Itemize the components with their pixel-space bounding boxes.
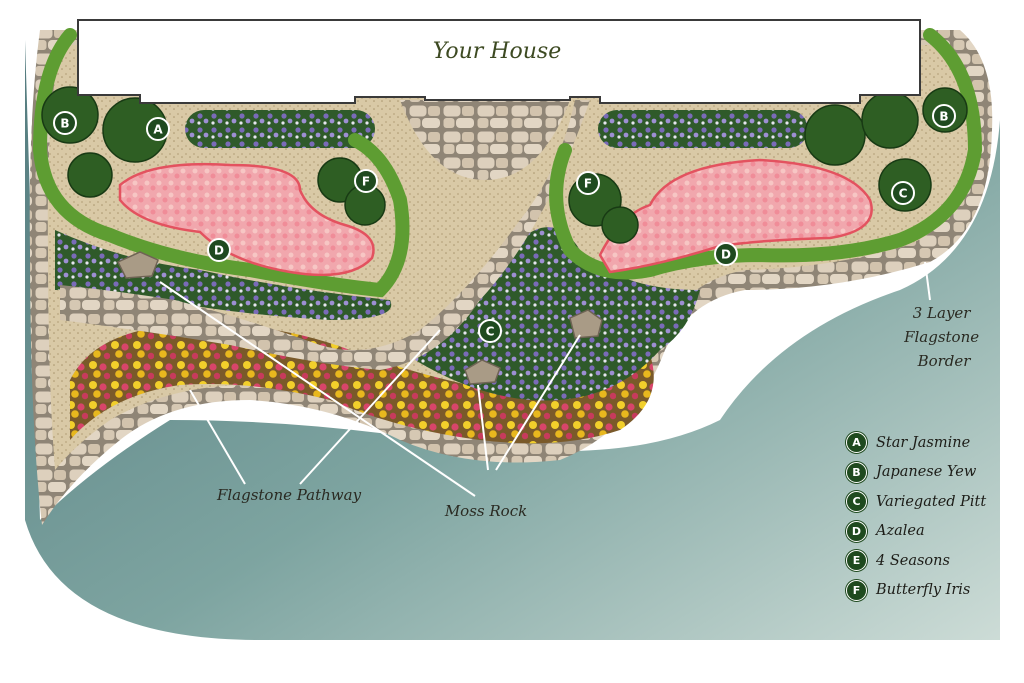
entry-steps: [400, 100, 570, 180]
svg-text:B: B: [60, 117, 69, 131]
flagstone-pathway-label: Flagstone Pathway: [216, 486, 362, 504]
marker-badge-f: F: [354, 169, 378, 193]
marker-badge-c: C: [478, 319, 502, 343]
groundcover-left: [55, 230, 392, 320]
legend-label: Star Jasmine: [876, 434, 971, 451]
legend-item: E 4 Seasons: [846, 546, 1016, 576]
svg-text:C: C: [486, 325, 495, 339]
svg-text:C: C: [899, 187, 908, 201]
legend-badge: A: [846, 432, 867, 454]
legend-item: A Star Jasmine: [846, 428, 1016, 458]
map-markers: A B B F F D D C C: [53, 104, 956, 343]
flagstone-border-label: 3 Layer Flagstone Border: [903, 304, 984, 370]
plant-legend: A Star Jasmine B Japanese Yew C Variegat…: [846, 428, 1016, 605]
lawn: [25, 40, 1000, 640]
marker-badge-a: A: [146, 117, 170, 141]
legend-item: D Azalea: [846, 517, 1016, 547]
marker-badge-d: D: [207, 238, 231, 262]
legend-label: Azalea: [876, 523, 925, 540]
svg-text:F: F: [362, 175, 370, 189]
flower-drift: [70, 324, 654, 444]
moss-rocks: [116, 251, 603, 385]
house: [77, 19, 921, 104]
hedge-right-outer: [549, 28, 983, 280]
legend-item: F Butterfly Iris: [846, 576, 1016, 606]
flagstone-pathway: [60, 100, 590, 370]
house-label: Your House: [433, 39, 561, 64]
azalea-bed-left: [118, 162, 375, 277]
marker-badge-f: F: [576, 171, 600, 195]
legend-badge: E: [846, 550, 867, 572]
svg-text:D: D: [214, 244, 224, 258]
marker-badge-c: C: [891, 181, 915, 205]
svg-text:F: F: [584, 177, 592, 191]
legend-item: C Variegated Pitt: [846, 487, 1016, 517]
svg-text:A: A: [153, 123, 163, 137]
legend-label: Japanese Yew: [876, 464, 977, 481]
legend-badge: D: [846, 520, 867, 542]
moss-rock-label: Moss Rock: [444, 502, 527, 520]
legend-item: B Japanese Yew: [846, 458, 1016, 488]
hedge-left-outer: [32, 28, 410, 298]
svg-text:D: D: [721, 248, 731, 262]
legend-badge: B: [846, 461, 867, 483]
legend-badge: F: [846, 579, 867, 601]
groundcover-center: [415, 227, 700, 401]
legend-label: Butterfly Iris: [876, 582, 971, 599]
svg-text:B: B: [939, 110, 948, 124]
legend-label: Variegated Pitt: [876, 493, 987, 510]
purple-bed-left: [185, 110, 375, 148]
purple-bed-right: [598, 110, 808, 148]
legend-label: 4 Seasons: [876, 552, 950, 569]
pointer-lines: [159, 261, 931, 497]
marker-badge-d: D: [714, 242, 738, 266]
marker-badge-b: B: [932, 104, 956, 128]
marker-badge-b: B: [53, 111, 77, 135]
legend-badge: C: [846, 491, 867, 513]
